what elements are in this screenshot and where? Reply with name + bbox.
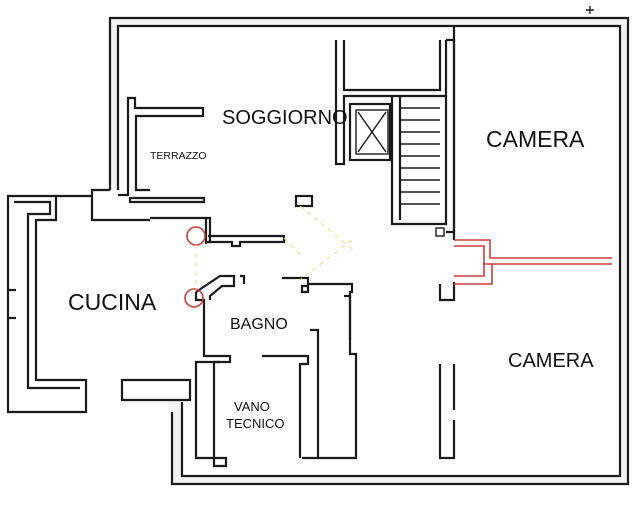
marks (586, 6, 594, 14)
bagno-walls (194, 274, 358, 468)
outer-wall-band (110, 18, 628, 484)
label-tecnico: TECNICO (226, 416, 285, 431)
core-walls (294, 38, 456, 237)
label-bagno: BAGNO (230, 316, 288, 333)
label-cucina: CUCINA (68, 289, 157, 315)
label-vano: VANO (234, 399, 270, 414)
red-duct (454, 239, 612, 285)
label-terrazzo: TERRAZZO (150, 150, 207, 162)
guide-lines (195, 205, 357, 290)
outer-walls (6, 16, 630, 486)
label-soggiorno: SOGGIORNO (222, 107, 348, 129)
terrazzo-walls (118, 96, 286, 248)
camera-walls (438, 26, 456, 460)
label-camera-bottom: CAMERA (508, 350, 594, 372)
label-camera-top: CAMERA (486, 126, 585, 152)
